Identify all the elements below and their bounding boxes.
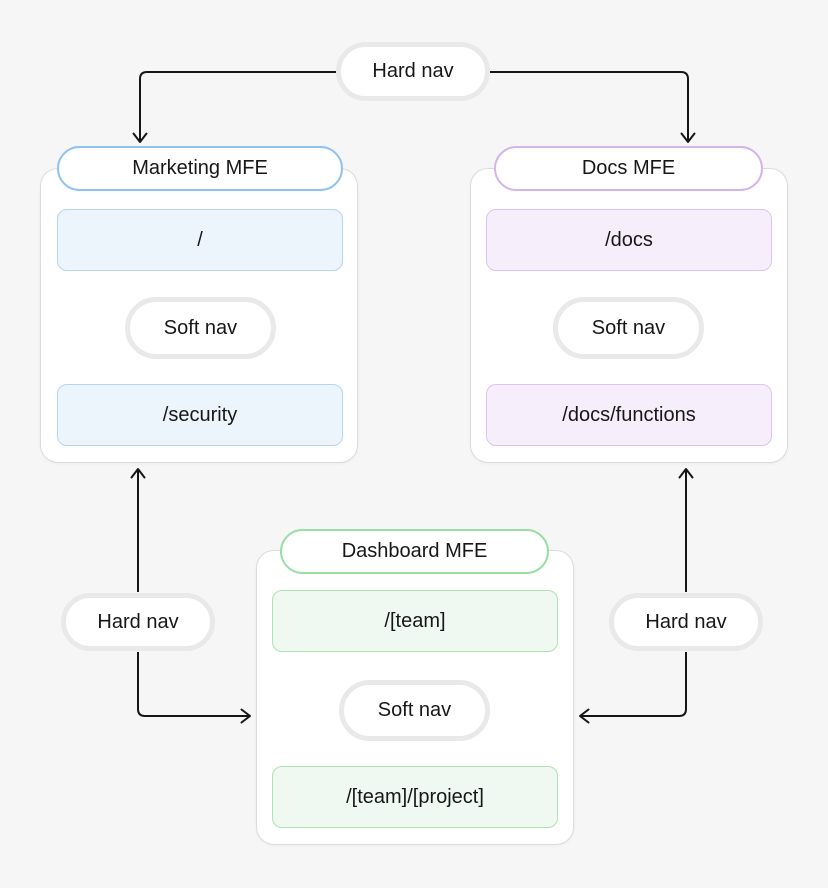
hard-nav-arrow-right-to-dashboard: [579, 652, 687, 724]
docs-mfe-title-pill: Docs MFE: [494, 146, 763, 191]
hard-nav-right-label: Hard nav: [645, 610, 727, 633]
soft-nav-pill-dashboard: Soft nav: [339, 680, 490, 741]
marketing-route-root-label: /: [197, 228, 203, 251]
marketing-mfe-title: Marketing MFE: [132, 157, 268, 179]
docs-route-functions: /docs/functions: [486, 384, 772, 446]
soft-nav-pill-docs: Soft nav: [553, 297, 704, 359]
marketing-route-security: /security: [57, 384, 343, 446]
hard-nav-arrow-top-to-marketing: [132, 71, 336, 143]
hard-nav-pill-top: Hard nav: [336, 42, 490, 101]
docs-mfe-title: Docs MFE: [581, 157, 676, 179]
dashboard-mfe-title: Dashboard MFE: [341, 540, 488, 562]
docs-route-root: /docs: [486, 209, 772, 271]
docs-route-root-label: /docs: [605, 228, 653, 251]
dashboard-route-project-label: /[team]/[project]: [346, 785, 484, 808]
hard-nav-arrow-top-to-docs: [490, 71, 696, 143]
marketing-mfe-title-pill: Marketing MFE: [57, 146, 343, 191]
marketing-route-security-label: /security: [162, 403, 238, 426]
dashboard-route-project: /[team]/[project]: [272, 766, 558, 828]
docs-route-functions-label: /docs/functions: [562, 403, 696, 426]
soft-nav-dashboard-label: Soft nav: [377, 699, 452, 721]
hard-nav-pill-right: Hard nav: [609, 593, 763, 651]
hard-nav-pill-left: Hard nav: [61, 593, 215, 651]
hard-nav-top-label: Hard nav: [372, 60, 454, 82]
marketing-route-root: /: [57, 209, 343, 271]
dashboard-route-team-label: /[team]: [384, 609, 446, 632]
dashboard-mfe-title-pill: Dashboard MFE: [280, 529, 549, 574]
hard-nav-arrow-left-to-dashboard: [137, 652, 251, 724]
soft-nav-marketing-label: Soft nav: [163, 316, 238, 339]
dashboard-route-team: /[team]: [272, 590, 558, 652]
soft-nav-pill-marketing: Soft nav: [125, 297, 276, 359]
soft-nav-docs-label: Soft nav: [591, 316, 666, 339]
hard-nav-left-label: Hard nav: [97, 610, 179, 633]
